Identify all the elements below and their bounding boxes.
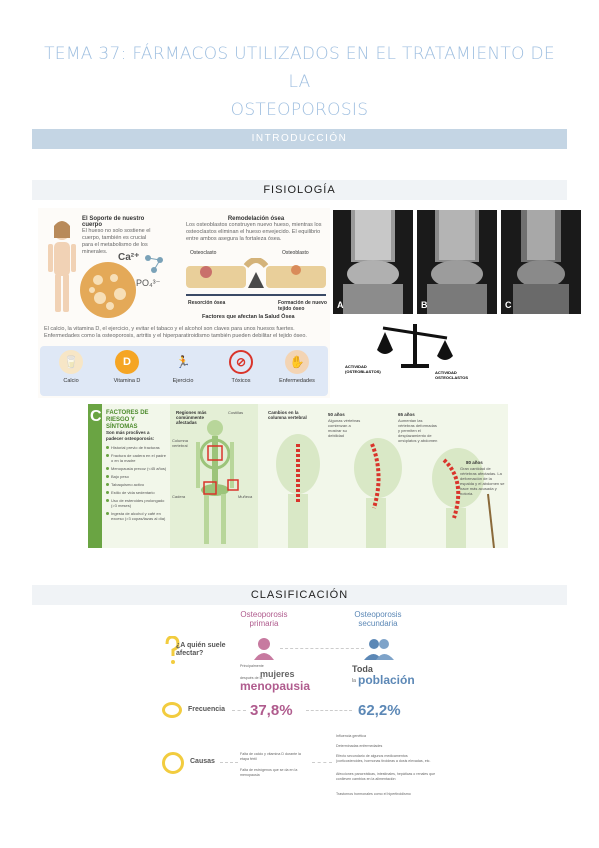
risk-list: Son más proclives a padecer osteoporosis… (106, 430, 168, 524)
secundaria-toda: Toda (352, 664, 373, 674)
balance-scale: ACTIVIDAD (OSTEOBLASTOS) ACTIVIDAD OSTEO… (345, 320, 475, 385)
factor-calcio: 🥛 Calcio (46, 350, 96, 384)
factor-toxicos: ⊘ Tóxicos (216, 350, 266, 384)
primaria-percentage: 37,8% (250, 702, 293, 719)
list-item: Fractura de cadera en el padre o en la m… (106, 453, 168, 463)
question-mark-icon (165, 636, 180, 664)
causa-secundaria-1: Influencia genética (336, 734, 366, 738)
factor-enfermedades: ✋ Enfermedades (272, 350, 322, 384)
list-item: Bajo peso (106, 474, 168, 479)
section-fisiologia: FISIOLOGÍA (32, 180, 567, 200)
causa-secundaria-2: Determinadas enfermedades (336, 744, 383, 748)
title-line-1: TEMA 37: FÁRMACOS UTILIZADOS EN EL TRATA… (44, 44, 555, 92)
soporte-text: El hueso no solo sostiene el cuerpo, tam… (82, 228, 151, 255)
factores-text: El calcio, la vitamina D, el ejercicio, … (44, 326, 307, 339)
primaria-pre: Principalmente (240, 664, 264, 668)
causa-primaria-2: Falta de estrógenos que se da en la meno… (240, 768, 298, 777)
bone-texture-icon (80, 262, 136, 318)
scale-left-label: ACTIVIDAD (OSTEOBLASTOS) (345, 364, 381, 374)
age-80-label: 80 años (466, 460, 483, 465)
age-80-text: Gran cantidad de vértebras afectadas. La… (460, 466, 505, 496)
xray-ankle-icon (427, 210, 487, 314)
risk-subtitle: Son más proclives a padecer osteoporosis… (106, 430, 155, 441)
xray-ankle-icon (513, 210, 569, 314)
regiones-label: Regiones más comúnmente afectadas (176, 410, 207, 425)
primaria-heading: Osteoporosis primaria (240, 610, 288, 628)
list-item: Historial previo de fracturas (106, 445, 168, 450)
resorcion-label: Resorción ósea (188, 300, 226, 306)
frecuencia-icon (162, 702, 182, 718)
causa-secundaria-3: Efecto secundario de algunos medicamento… (336, 754, 431, 763)
risk-title: FACTORES DE RIESGO Y SÍNTOMAS (106, 410, 149, 430)
xray-image-a: A (333, 210, 413, 314)
remodelacion-title: Remodelación ósea (227, 216, 285, 222)
section-clasificacion: CLASIFICACIÓN (32, 585, 567, 605)
bone-factors-strip: 🥛 Calcio D Vitamina D 🏃 Ejercicio ⊘ Tóxi… (40, 346, 328, 396)
costillas-label: Costillas (228, 410, 244, 415)
columna-label: Columna vertebral (172, 438, 189, 448)
no-smoking-icon: ⊘ (229, 350, 253, 374)
factor-ejercicio: 🏃 Ejercicio (158, 350, 208, 384)
secundaria-percentage: 62,2% (358, 702, 401, 719)
phosphate-label: PO₄³⁻ (136, 278, 161, 288)
soporte-title: El Soporte de nuestro cuerpo (82, 216, 145, 228)
people-avatar-icon (364, 639, 394, 660)
list-item: Ingesta de alcohol y café en exceso (>3 … (106, 511, 168, 521)
woman-avatar-icon (254, 638, 274, 660)
milk-icon: 🥛 (59, 350, 83, 374)
age-50-label: 50 años (328, 412, 345, 417)
osteoclasto-label: Osteoclasto (190, 250, 217, 256)
molecule-icon (145, 255, 163, 273)
list-item: Uso de esteroides prolongado (>3 meses) (106, 498, 168, 508)
secundaria-la: la (352, 678, 356, 684)
document-title: TEMA 37: FÁRMACOS UTILIZADOS EN EL TRATA… (40, 40, 559, 124)
xray-image-c: C (501, 210, 581, 314)
xray-ankle-icon (343, 210, 403, 314)
muneca-label: Muñeca (238, 494, 253, 499)
factores-title: Factores que afectan la Salud Ósea (202, 314, 295, 320)
primaria-despues: después de la (240, 676, 263, 680)
calcium-label: Ca²⁺ (118, 252, 140, 263)
spine-aging-illustration-icon (276, 434, 495, 548)
primaria-mujeres: mujeres (260, 669, 295, 679)
primaria-menopausia: menopausia (240, 679, 311, 693)
age-50-text: Algunas vértebras comienzan a mostrar su… (328, 418, 361, 438)
quien-question: ¿A quién suele afectar? (176, 642, 226, 657)
list-item: Estilo de vida sedentario (106, 490, 168, 495)
xray-image-b: B (417, 210, 497, 314)
scale-icon (377, 324, 453, 368)
remodelacion-text: Los osteoblastos construyen nuevo hueso,… (186, 222, 322, 242)
list-item: Menopausia precoz (<45 años) (106, 466, 168, 471)
causa-secundaria-5: Trastornos hormonales como el hipertiroi… (336, 792, 411, 796)
runner-icon: 🏃 (175, 355, 191, 369)
frecuencia-label: Frecuencia (188, 706, 225, 713)
causas-label: Causas (190, 758, 215, 765)
section-introduccion: INTRODUCCIÓN (32, 129, 567, 149)
risk-factors-infographic: C FACTORES DE RIESGO Y SÍNTOMAS Son más … (88, 404, 508, 548)
causas-icon (162, 752, 184, 774)
hand-joint-icon: ✋ (285, 350, 309, 374)
formacion-label: Formación de nuevo tejido óseo (278, 300, 327, 312)
secundaria-heading: Osteoporosis secundaria (354, 610, 402, 628)
causa-secundaria-4: Afecciones pancreáticas, intestinales, h… (336, 772, 436, 781)
skeleton-icon (196, 420, 239, 544)
cadera-label: Cadera (172, 494, 186, 499)
sun-vitamin-icon: D (115, 350, 139, 374)
skeleton-panel: Regiones más comúnmente afectadas Costil… (170, 404, 258, 548)
age-65-label: 65 años (398, 412, 415, 417)
cambios-label: Cambios en la columna vertebral (268, 410, 307, 420)
age-65-text: Aumentan las vértebras deformadas y perm… (398, 418, 438, 443)
osteoblasto-label: Osteoblasto (282, 250, 309, 256)
secundaria-poblacion: población (358, 673, 415, 687)
classification-infographic: Osteoporosis primaria Osteoporosis secun… (160, 606, 440, 811)
title-line-2: OSTEOPOROSIS (230, 100, 369, 120)
woman-figure-icon (48, 221, 76, 312)
remodeling-illustration-icon (186, 258, 326, 288)
risk-letter: C (90, 408, 102, 425)
scale-right-label: ACTIVIDAD OSTEOCLASTOS (435, 370, 469, 380)
factor-vitamina-d: D Vitamina D (102, 350, 152, 384)
list-item: Tabaquismo activo (106, 482, 168, 487)
causa-primaria-1: Falta de calcio y vitamina D durante la … (240, 752, 301, 761)
